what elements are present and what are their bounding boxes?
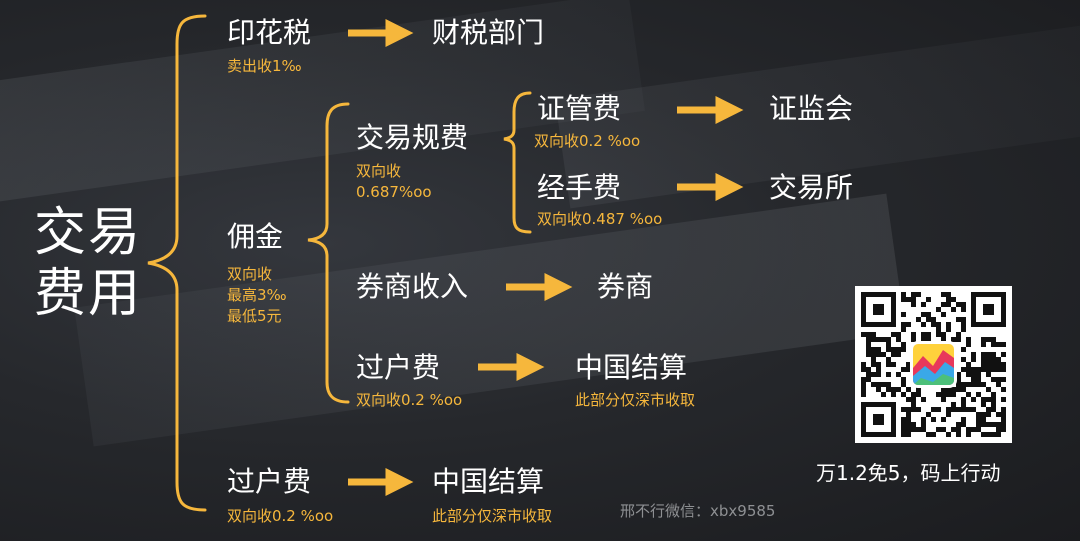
handling-fee-target: 交易所 (769, 171, 854, 204)
handling-fee-note: 双向收0.487 %oo (537, 210, 663, 228)
app-logo-icon (910, 341, 957, 388)
qr-finder (861, 402, 896, 437)
securities-regulatory-fee-label: 证管费 (537, 92, 622, 125)
transfer-fee-target: 中国结算 (432, 465, 545, 498)
transfer-fee-target-note: 此部分仅深市收取 (432, 507, 553, 525)
handling-fee-label: 经手费 (537, 171, 622, 204)
commission-brace (307, 102, 350, 404)
root-label-line2: 费用 (34, 264, 143, 324)
broker-income-label: 券商收入 (356, 270, 469, 303)
stamp-tax-note: 卖出收1‰ (227, 57, 302, 75)
transfer-fee-label: 过户费 (227, 465, 312, 498)
commission-note2: 最高3‰ (227, 286, 287, 304)
commission-label: 佣金 (227, 220, 284, 253)
exchange-fee-note2: 0.687%oo (356, 183, 432, 201)
qr-finder (861, 292, 896, 327)
stamp-tax-target: 财税部门 (432, 16, 545, 49)
transfer-fee-note: 双向收0.2 %oo (227, 507, 334, 525)
exchange-fee-label: 交易规费 (356, 121, 469, 154)
qr-finder (971, 292, 1006, 327)
exchange-fee-note1: 双向收 (356, 162, 402, 180)
commission-note1: 双向收 (227, 265, 273, 283)
commission-transfer-fee-target-note: 此部分仅深市收取 (575, 391, 696, 409)
broker-income-target: 券商 (597, 270, 654, 303)
commission-transfer-fee-label: 过户费 (356, 351, 441, 384)
commission-note3: 最低5元 (227, 307, 282, 325)
watermark: 邢不行微信：xbx9585 (620, 502, 776, 520)
exchange-fee-brace (503, 91, 532, 234)
qr-code[interactable] (855, 286, 1012, 443)
stamp-tax-label: 印花税 (227, 16, 312, 49)
commission-transfer-fee-target: 中国结算 (575, 351, 688, 384)
root-brace (147, 14, 207, 512)
root-label-line1: 交易 (34, 203, 143, 263)
commission-transfer-fee-note: 双向收0.2 %oo (356, 391, 463, 409)
qr-pattern (861, 292, 1006, 437)
securities-regulatory-fee-target: 证监会 (769, 92, 854, 125)
promo-caption: 万1.2免5，码上行动 (816, 461, 1001, 485)
securities-regulatory-fee-note: 双向收0.2 %oo (534, 132, 641, 150)
